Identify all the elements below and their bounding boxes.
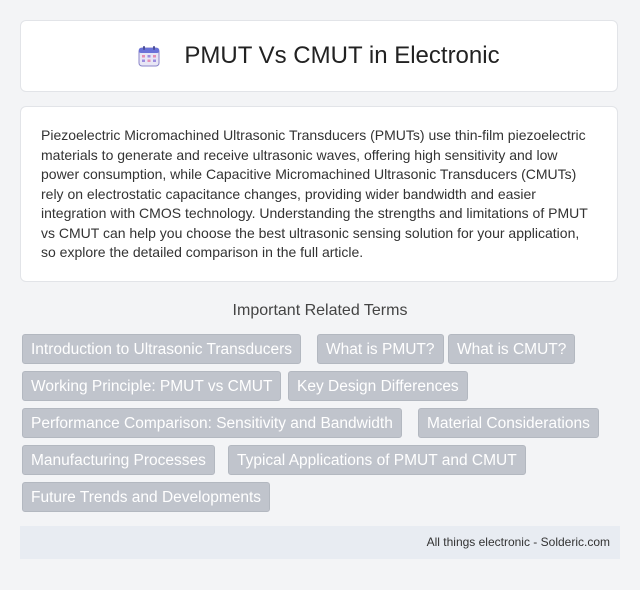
footer-text: All things electronic - Solderic.com [426, 535, 610, 549]
related-term-tag[interactable]: Performance Comparison: Sensitivity and … [22, 408, 402, 438]
related-term-tag[interactable]: Manufacturing Processes [22, 445, 215, 475]
related-term-tag[interactable]: Typical Applications of PMUT and CMUT [228, 445, 526, 475]
related-term-tag[interactable]: What is PMUT? [317, 334, 444, 364]
description-card: Piezoelectric Micromachined Ultrasonic T… [20, 106, 618, 282]
footer: All things electronic - Solderic.com [20, 526, 620, 559]
page-title: PMUT Vs CMUT in Electronic [184, 42, 500, 69]
related-term-tag[interactable]: Material Considerations [418, 408, 599, 438]
related-term-tag[interactable]: Future Trends and Developments [22, 482, 271, 512]
calendar-icon [138, 45, 160, 67]
title-card: PMUT Vs CMUT in Electronic [20, 20, 618, 92]
related-term-tag[interactable]: Key Design Differences [288, 371, 468, 401]
related-term-tag[interactable]: Working Principle: PMUT vs CMUT [22, 371, 282, 401]
description-text: Piezoelectric Micromachined Ultrasonic T… [41, 127, 588, 260]
related-term-tag[interactable]: Introduction to Ultrasonic Transducers [22, 334, 302, 364]
related-terms-heading: Important Related Terms [232, 302, 408, 319]
related-term-tag[interactable]: What is CMUT? [448, 334, 576, 364]
